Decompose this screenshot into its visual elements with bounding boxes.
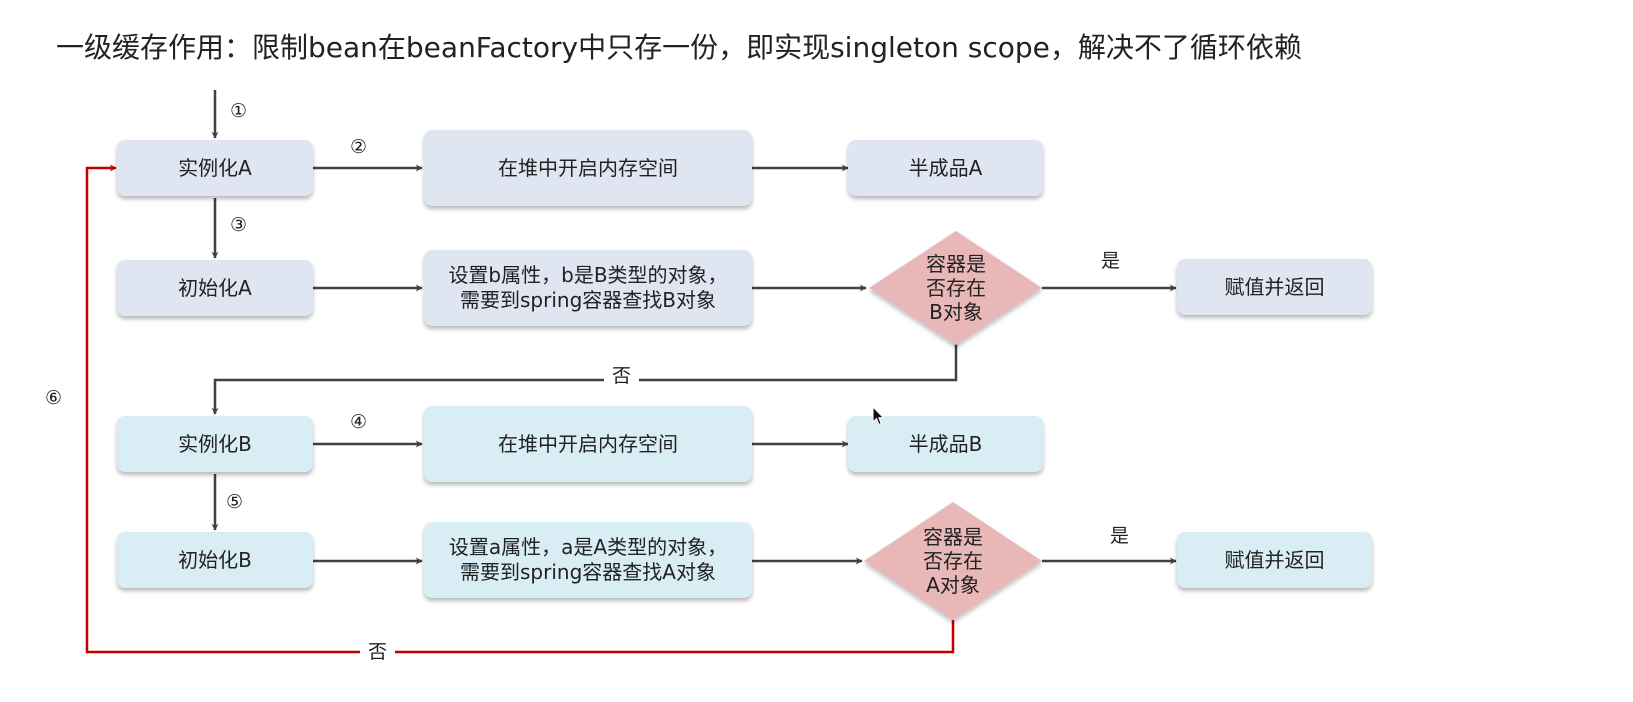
- page-title: 一级缓存作用：限制bean在beanFactory中只存一份，即实现single…: [56, 31, 1302, 64]
- set-b-property-box: 设置b属性，b是B类型的对象， 需要到spring容器查找B对象: [424, 250, 752, 326]
- step-2-label: ②: [350, 136, 368, 158]
- check-a-label: 容器是 否存在 A对象: [923, 525, 983, 597]
- assign-return-b-box: 赋值并返回: [1177, 259, 1372, 315]
- assign-return-a-label: 赋值并返回: [1224, 547, 1325, 572]
- init-b-label: 初始化B: [178, 547, 252, 572]
- step-1-label: ①: [230, 100, 248, 122]
- instantiate-b-box: 实例化B: [117, 416, 313, 472]
- heap-space-a-label: 在堆中开启内存空间: [498, 155, 678, 180]
- half-product-a-box: 半成品A: [848, 140, 1043, 196]
- init-a-box: 初始化A: [117, 260, 313, 316]
- instantiate-a-label: 实例化A: [178, 155, 252, 180]
- heap-space-b-label: 在堆中开启内存空间: [498, 431, 678, 456]
- heap-space-a-box: 在堆中开启内存空间: [424, 130, 752, 206]
- init-a-label: 初始化A: [178, 275, 252, 300]
- instantiate-b-label: 实例化B: [178, 431, 252, 456]
- decision-diamond-b: [869, 231, 1042, 345]
- mouse-cursor-icon: [872, 406, 885, 426]
- assign-return-b-label: 赋值并返回: [1224, 274, 1325, 299]
- step-6-label: ⑥: [45, 387, 63, 409]
- step-5-label: ⑤: [226, 491, 244, 513]
- step-3-label: ③: [230, 214, 248, 236]
- decision-diamond-a: [864, 502, 1042, 620]
- set-a-property-label: 设置a属性，a是A类型的对象， 需要到spring容器查找A对象: [448, 535, 728, 584]
- step-4-label: ④: [350, 411, 368, 433]
- instantiate-a-box: 实例化A: [117, 140, 313, 196]
- arrow-check-a-no-loop: [85, 164, 955, 654]
- half-product-a-label: 半成品A: [908, 155, 983, 180]
- half-product-b-box: 半成品B: [848, 416, 1043, 472]
- no-a-label: 否: [360, 637, 396, 664]
- set-b-property-label: 设置b属性，b是B类型的对象， 需要到spring容器查找B对象: [448, 263, 728, 312]
- set-a-property-box: 设置a属性，a是A类型的对象， 需要到spring容器查找A对象: [424, 522, 752, 598]
- check-b-label: 容器是 否存在 B对象: [926, 252, 986, 324]
- heap-space-b-box: 在堆中开启内存空间: [424, 406, 752, 482]
- assign-return-a-box: 赋值并返回: [1177, 532, 1372, 588]
- yes-a-label: 是: [1110, 525, 1130, 547]
- check-a-text: 容器是 否存在 A对象: [883, 519, 1023, 603]
- half-product-b-label: 半成品B: [908, 431, 983, 456]
- yes-b-label: 是: [1101, 250, 1121, 272]
- check-b-text: 容器是 否存在 B对象: [886, 246, 1026, 330]
- init-b-box: 初始化B: [117, 532, 313, 588]
- arrow-check-b-no: [211, 343, 958, 415]
- no-b-label: 否: [604, 361, 640, 388]
